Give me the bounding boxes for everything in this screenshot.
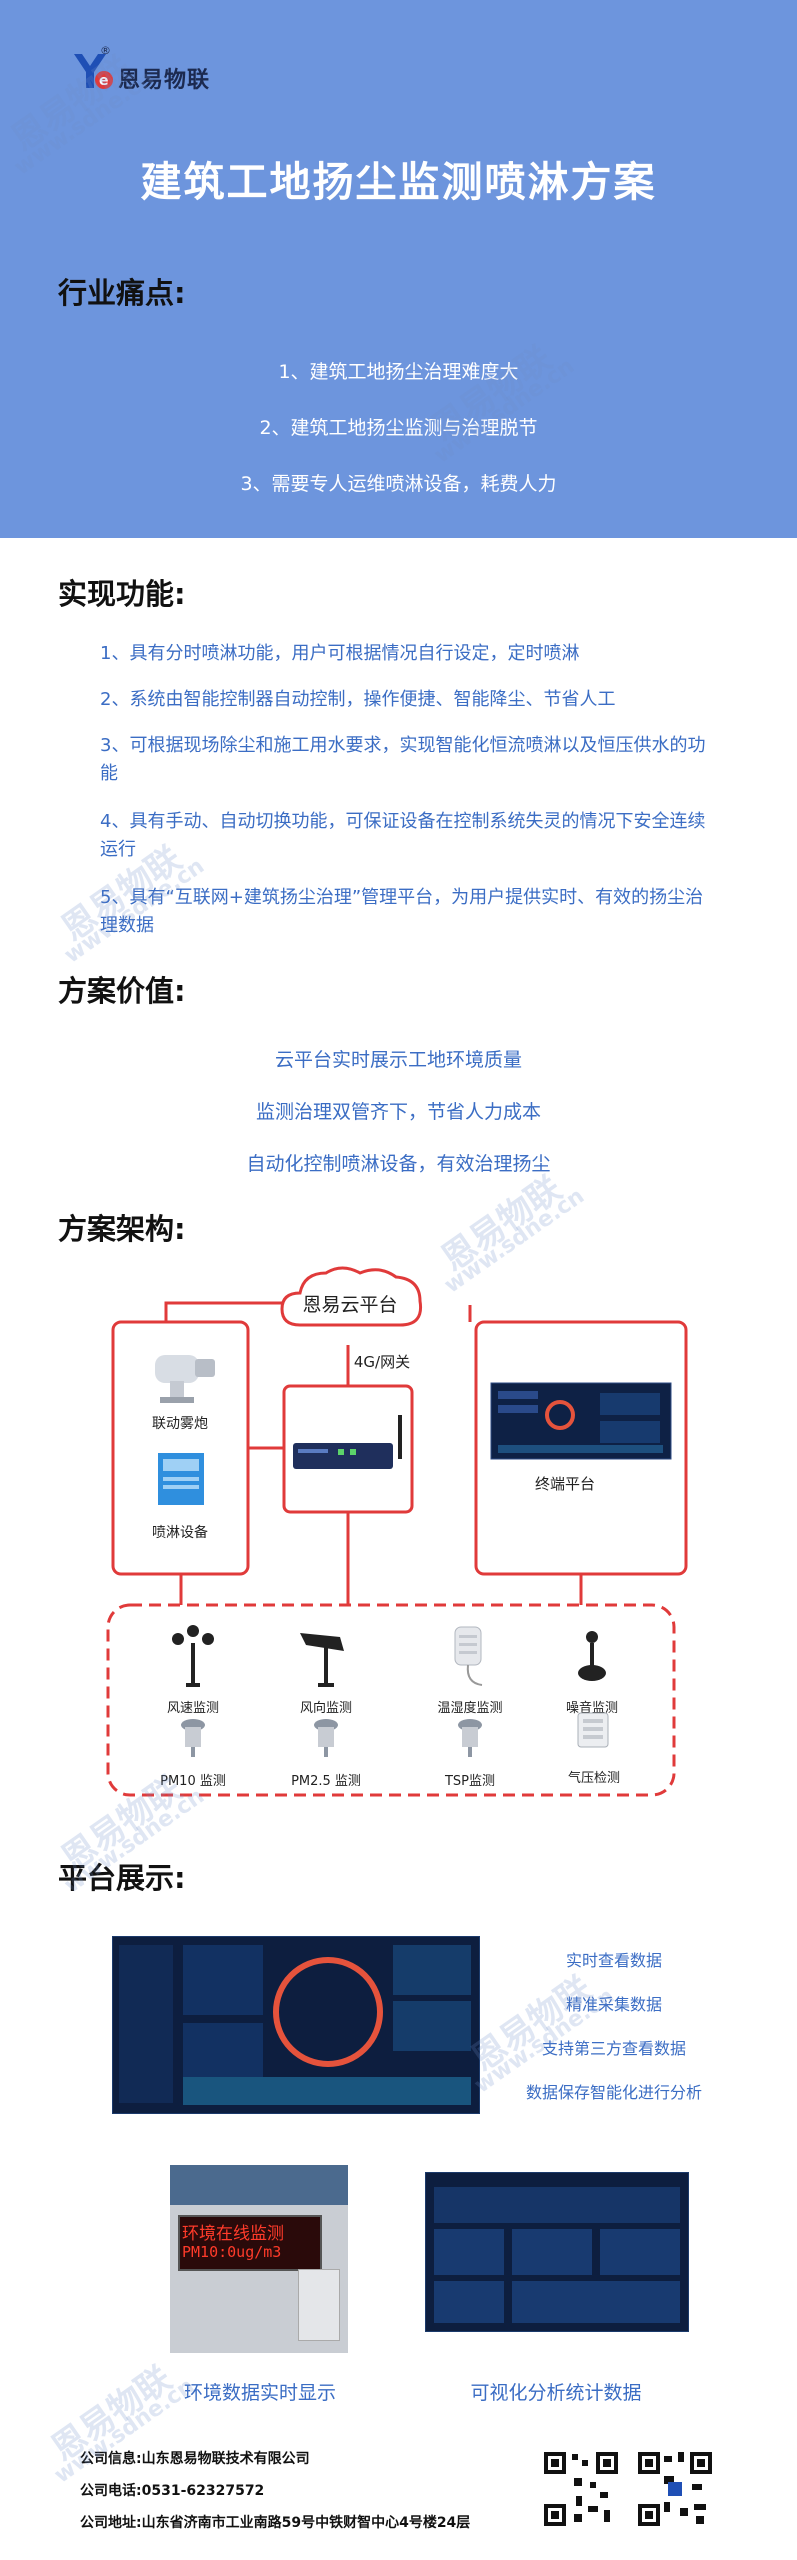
qr-code-icon[interactable] (634, 2448, 716, 2530)
thermo-hygrometer-icon (454, 1626, 483, 1686)
noise-sensor-icon (578, 1631, 606, 1681)
architecture-heading: 方案架构: (58, 1212, 186, 1246)
function-item: 5、具有“互联网+建筑扬尘治理”管理平台，为用户提供实时、有效的扬尘治理数据 (100, 887, 704, 936)
tsp-sensor-icon (458, 1719, 482, 1757)
value-item: 监测治理双管齐下，节省人力成本 (255, 1101, 541, 1123)
device-label: 联动雾炮 (152, 1416, 208, 1432)
platform-feature: 数据保存智能化进行分析 (525, 2083, 702, 2102)
pm25-sensor-icon (314, 1719, 338, 1757)
sensor-label: 温湿度监测 (437, 1700, 502, 1716)
gateway-label: 4G/网关 (354, 1353, 410, 1371)
pain-heading: 行业痛点: (58, 276, 186, 310)
sprinkler-box-icon (158, 1453, 204, 1505)
registered-mark: ® (100, 44, 111, 57)
function-item: 2、系统由智能控制器自动控制，操作便捷、智能降尘、节省人工 (100, 689, 616, 710)
link-cloud-devices (164, 1301, 283, 1322)
pm10-sensor-icon (181, 1719, 205, 1757)
sensors-box (106, 1603, 676, 1797)
cloud-icon (280, 1266, 423, 1327)
svg-text:e: e (99, 73, 109, 89)
terminal-screen-icon (490, 1382, 672, 1460)
wind-vane-icon (300, 1633, 344, 1687)
statistics-screenshot (425, 2172, 689, 2332)
pain-item: 1、建筑工地扬尘治理难度大 (278, 361, 519, 383)
brand-name: 恩易物联 (118, 68, 211, 93)
platform-feature: 支持第三方查看数据 (541, 2039, 686, 2058)
pain-item: 3、需要专人运维喷淋设备，耗费人力 (240, 473, 557, 495)
qr-code-icon[interactable] (540, 2448, 622, 2530)
functions-heading: 实现功能: (58, 577, 186, 611)
sensor-label: PM10 监测 (160, 1774, 226, 1789)
architecture-diagram: 恩易云平台 4G/网关 联动雾炮 喷淋设备 终端平台 (106, 1266, 688, 1797)
photo-caption: 可视化分析统计数据 (470, 2382, 642, 2404)
device-label: 喷淋设备 (152, 1524, 208, 1541)
terminal-label: 终端平台 (535, 1475, 595, 1493)
value-item: 自动化控制喷淋设备，有效治理扬尘 (246, 1153, 551, 1175)
fog-cannon-icon (155, 1355, 215, 1403)
sensor-label: 噪音监测 (566, 1700, 618, 1716)
pain-item: 2、建筑工地扬尘监测与治理脱节 (259, 417, 538, 439)
led-line: 环境在线监测 (182, 2224, 284, 2244)
function-item: 3、可根据现场除尘和施工用水要求，实现智能化恒流喷淋以及恒压供水的功能 (100, 735, 706, 784)
anemometer-icon (172, 1625, 214, 1687)
platform-feature: 精准采集数据 (565, 1995, 662, 2014)
photo-caption: 环境数据实时显示 (183, 2382, 336, 2404)
cloud-label: 恩易云平台 (302, 1294, 397, 1316)
hero-banner (0, 0, 797, 538)
led-line: PM10:0ug/m3 (182, 2243, 282, 2261)
gateway-device-icon (293, 1415, 402, 1469)
company-phone: 公司电话:0531-62327572 (80, 2483, 265, 2499)
value-heading: 方案价值: (58, 974, 186, 1008)
led-display-photo: 环境在线监测 PM10:0ug/m3 (170, 2165, 348, 2353)
company-name: 公司信息:山东恩易物联技术有限公司 (80, 2451, 310, 2467)
sensor-label: TSP监测 (444, 1774, 495, 1789)
dashboard-screenshot (112, 1936, 480, 2114)
barometer-sensor-icon (577, 1712, 609, 1748)
sensor-label: PM2.5 监测 (291, 1774, 361, 1789)
platform-feature: 实时查看数据 (565, 1951, 662, 1970)
page-title: 建筑工地扬尘监测喷淋方案 (140, 158, 657, 206)
brand-logo-icon: e (74, 54, 113, 89)
sensor-label: 风向监测 (300, 1700, 352, 1716)
company-address: 公司地址:山东省济南市工业南路59号中铁财智中心4号楼24层 (80, 2515, 471, 2531)
function-item: 4、具有手动、自动切换功能，可保证设备在控制系统失灵的情况下安全连续运行 (100, 811, 706, 860)
sensor-label: 气压检测 (568, 1770, 620, 1786)
platform-heading: 平台展示: (58, 1861, 186, 1895)
value-item: 云平台实时展示工地环境质量 (274, 1049, 522, 1071)
sensor-label: 风速监测 (167, 1701, 219, 1716)
function-item: 1、具有分时喷淋功能，用户可根据情况自行设定，定时喷淋 (100, 643, 580, 664)
